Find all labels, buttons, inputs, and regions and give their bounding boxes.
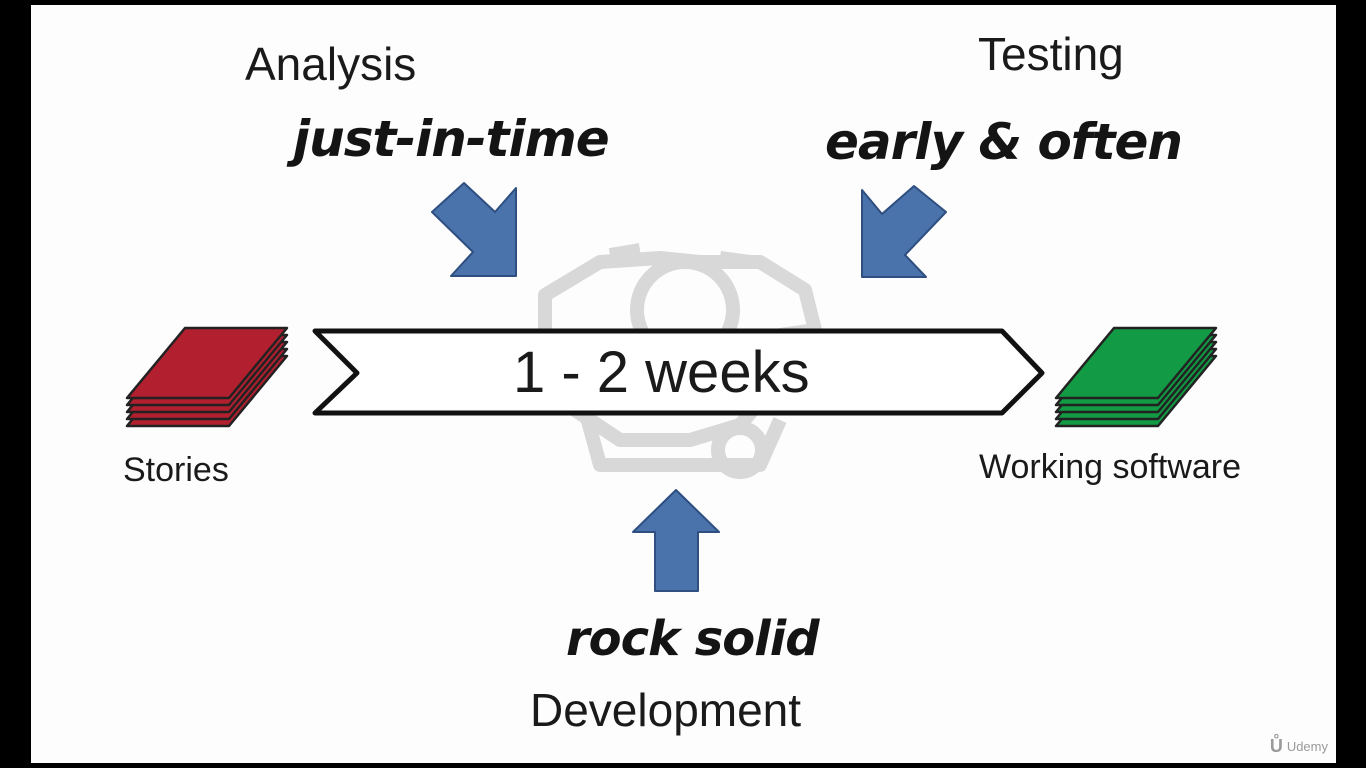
development-note: rock solid (566, 611, 820, 667)
working-software-sheet (1054, 326, 1218, 400)
analysis-title: Analysis (245, 38, 417, 90)
timebox-chevron (312, 328, 1045, 416)
udemy-watermark-text: Udemy (1286, 739, 1328, 754)
diagram-graphics (125, 182, 1218, 592)
working-software-stack-icon (1054, 326, 1218, 428)
stories-sheet (125, 326, 289, 400)
testing-note: early & often (825, 113, 1183, 171)
testing-arrow-icon (861, 185, 947, 278)
testing-title: Testing (978, 28, 1124, 80)
stories-label: Stories (123, 451, 229, 489)
development-arrow-icon (632, 489, 720, 592)
development-title: Development (530, 684, 802, 736)
analysis-note: just-in-time (293, 110, 610, 168)
slide: Analysis just-in-time Testing early & of… (31, 5, 1336, 763)
timebox-label: 1 - 2 weeks (513, 340, 810, 405)
udemy-logo-icon: Ů (1269, 736, 1283, 756)
udemy-watermark: Ů Udemy (1270, 736, 1328, 757)
analysis-arrow-icon (431, 182, 517, 277)
working-software-label: Working software (979, 448, 1242, 486)
stories-stack-icon (125, 326, 289, 428)
